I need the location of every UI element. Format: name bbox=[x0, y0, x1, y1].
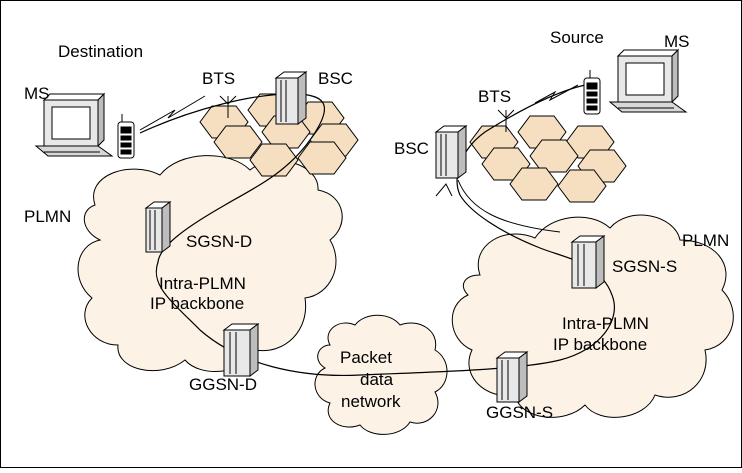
right-backbone-label-line2: IP backbone bbox=[553, 335, 647, 354]
bts-left-label: BTS bbox=[202, 69, 235, 88]
right-cell-cluster bbox=[469, 115, 627, 203]
bsc-left-label: BSC bbox=[318, 69, 353, 88]
bsc-right-label: BSC bbox=[394, 139, 429, 158]
pdn-label-line2: data bbox=[360, 370, 394, 389]
ms-right-computer-icon bbox=[608, 48, 688, 113]
bsc-left-rack bbox=[274, 71, 308, 125]
pdn-label-line1: Packet bbox=[340, 348, 392, 367]
ms-right-phone-icon bbox=[583, 70, 601, 115]
left-backbone-label-line1: Intra-PLMN bbox=[159, 274, 246, 293]
ms-left-computer-icon bbox=[34, 92, 114, 157]
bts-right-label: BTS bbox=[478, 87, 511, 106]
plmn-left-label: PLMN bbox=[24, 207, 71, 226]
ggsn-s-label: GGSN-S bbox=[486, 403, 553, 422]
left-backbone-label-line2: IP backbone bbox=[150, 294, 244, 313]
sgsn-s-label: SGSN-S bbox=[612, 257, 677, 276]
ms-left-label: MS bbox=[24, 84, 50, 103]
connection-route bbox=[139, 84, 615, 376]
ms-right-label: MS bbox=[664, 32, 690, 51]
source-label: Source bbox=[550, 28, 604, 47]
ggsn-d-label: GGSN-D bbox=[189, 375, 257, 394]
packet-data-network-cloud bbox=[314, 314, 448, 435]
sgsn-d-label: SGSN-D bbox=[186, 232, 252, 251]
left-cell-cluster bbox=[199, 93, 359, 177]
sgsn-s-rack bbox=[570, 235, 606, 289]
bts-left-antenna bbox=[219, 95, 237, 118]
right-radio-link bbox=[534, 84, 579, 104]
left-radio-link bbox=[139, 95, 206, 131]
sgsn-d-rack bbox=[144, 201, 172, 253]
bts-right-antenna bbox=[497, 109, 515, 132]
plmn-right-label: PLMN bbox=[682, 231, 729, 250]
right-backbone-label-line1: Intra-PLMN bbox=[562, 314, 649, 333]
left-plmn-cloud bbox=[77, 155, 343, 372]
ggsn-d-rack bbox=[222, 323, 260, 377]
ggsn-s-rack bbox=[495, 351, 529, 403]
destination-label: Destination bbox=[58, 42, 143, 61]
ms-left-phone-icon bbox=[117, 114, 135, 159]
bsc-right-rack bbox=[434, 125, 468, 197]
pdn-label-line3: network bbox=[341, 392, 401, 411]
bsc-right-link bbox=[457, 179, 561, 233]
